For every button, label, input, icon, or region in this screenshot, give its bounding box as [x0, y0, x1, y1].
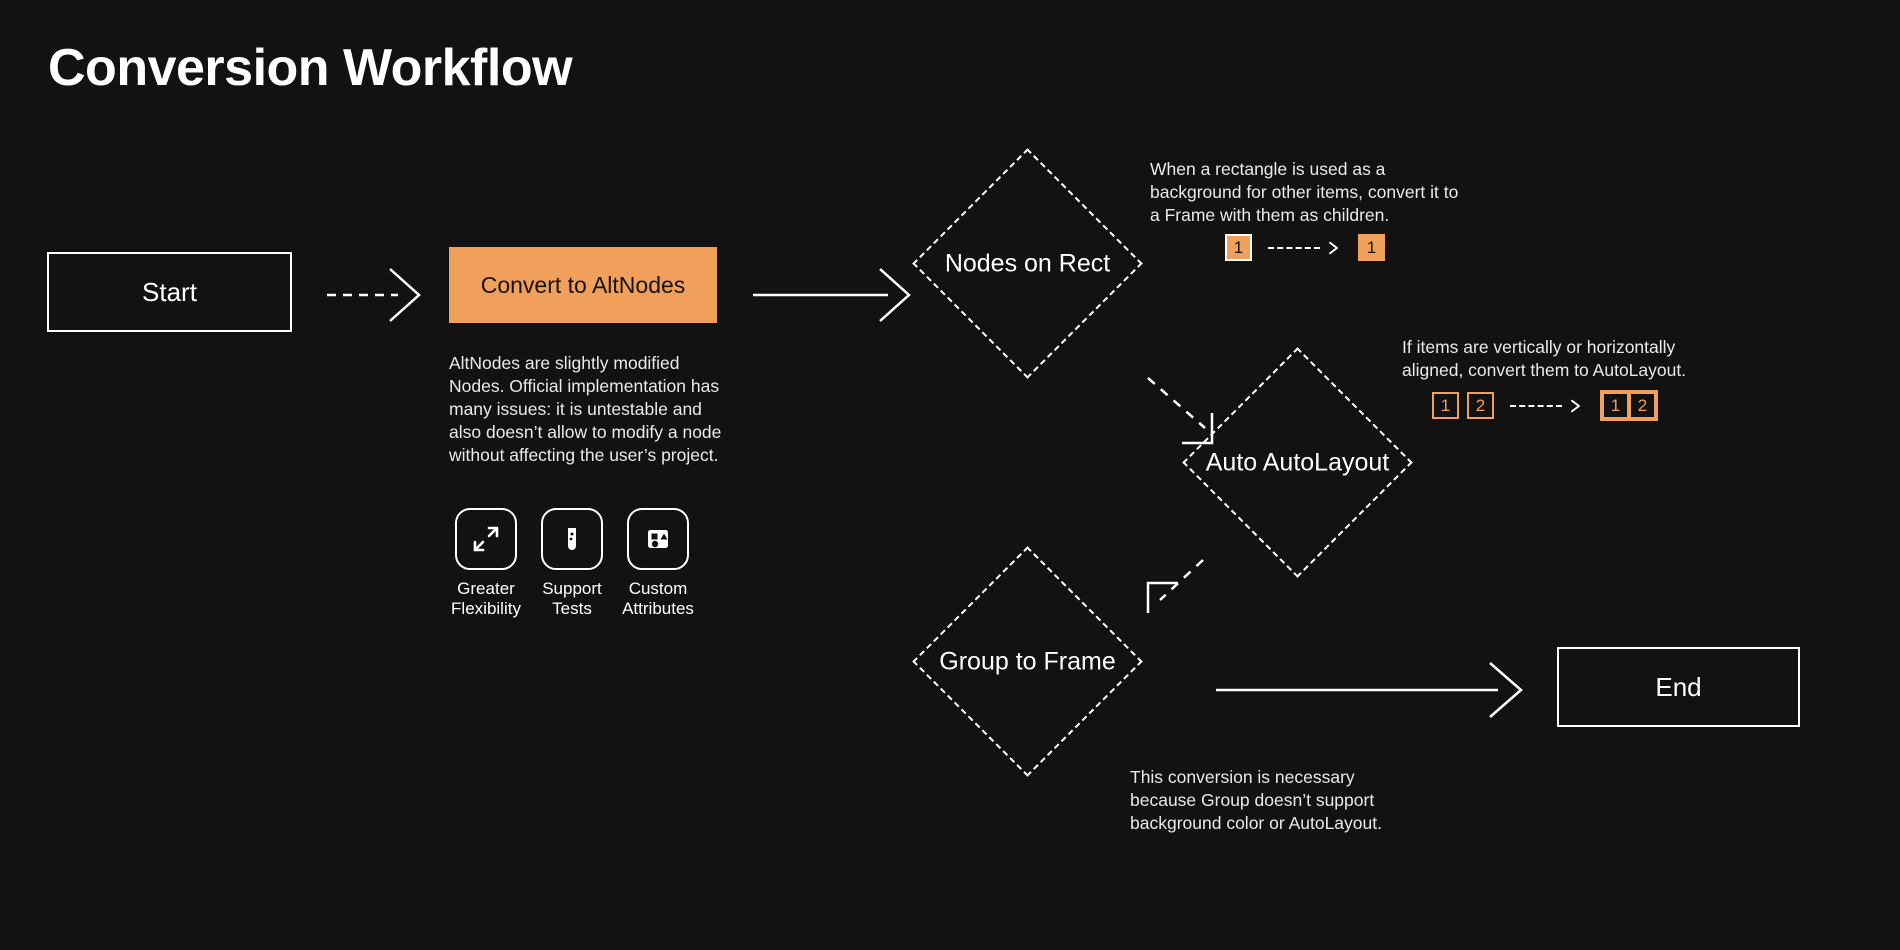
annotation-group-to-frame-text: This conversion is necessary because Gro…: [1130, 767, 1382, 834]
node-start-label: Start: [142, 276, 197, 307]
badge-group-after: 1: [1358, 234, 1385, 261]
shapes-icon: [627, 508, 689, 570]
node-nodes-on-rect[interactable]: Nodes on Rect: [912, 148, 1143, 379]
feature-greater-flexibility: Greater Flexibility: [451, 508, 521, 619]
node-auto-autolayout-label: Auto AutoLayout: [1205, 448, 1390, 476]
node-group-to-frame[interactable]: Group to Frame: [912, 546, 1143, 777]
feature-greater-flexibility-label: Greater Flexibility: [451, 579, 521, 619]
connector-nodesonrect-to-autoautolayout: [1147, 377, 1214, 445]
node-nodes-on-rect-label: Nodes on Rect: [944, 249, 1111, 277]
mini-arrow-icon: [1510, 398, 1584, 414]
annotation-auto-autolayout-badges: 1 2 1 2: [1432, 390, 1658, 421]
node-end-label: End: [1655, 671, 1702, 702]
annotation-nodes-on-rect-badges: 1 1: [1225, 234, 1385, 261]
badge-group-before: 1: [1225, 234, 1252, 261]
connector-start-to-convert: [327, 268, 421, 322]
badge-2: 2: [1629, 392, 1656, 419]
connector-convert-to-nodesonrect: [753, 268, 911, 322]
badge-1: 1: [1602, 392, 1629, 419]
feature-support-tests-label: Support Tests: [542, 579, 602, 619]
connector-grouptoframe-to-end: [1216, 662, 1523, 718]
annotation-auto-autolayout-text: If items are vertically or horizontally …: [1402, 337, 1687, 381]
test-tube-icon: [541, 508, 603, 570]
feature-list: Greater Flexibility Support Tests: [451, 508, 694, 619]
expand-arrows-icon: [455, 508, 517, 570]
feature-support-tests: Support Tests: [538, 508, 606, 619]
node-start[interactable]: Start: [47, 252, 292, 332]
connector-autoautolayout-to-grouptoframe: [1146, 559, 1204, 613]
node-convert-label: Convert to AltNodes: [480, 271, 686, 298]
badge-group-before: 1 2: [1432, 392, 1494, 419]
badge-2: 2: [1467, 392, 1494, 419]
node-auto-autolayout[interactable]: Auto AutoLayout: [1182, 347, 1413, 578]
page-title: Conversion Workflow: [48, 39, 573, 97]
badge-group-after: 1 2: [1600, 390, 1658, 421]
badge-1: 1: [1225, 234, 1252, 261]
badge-1: 1: [1432, 392, 1459, 419]
feature-custom-attributes: Custom Attributes: [622, 508, 694, 619]
feature-custom-attributes-label: Custom Attributes: [622, 579, 694, 619]
node-convert-to-altnodes[interactable]: Convert to AltNodes: [449, 247, 717, 323]
convert-description: AltNodes are slightly modified Nodes. Of…: [449, 353, 722, 466]
node-end[interactable]: End: [1557, 647, 1800, 727]
node-group-to-frame-label: Group to Frame: [939, 647, 1116, 675]
mini-arrow-icon: [1268, 240, 1342, 256]
annotation-nodes-on-rect-text: When a rectangle is used as a background…: [1150, 159, 1459, 226]
badge-1: 1: [1358, 234, 1385, 261]
